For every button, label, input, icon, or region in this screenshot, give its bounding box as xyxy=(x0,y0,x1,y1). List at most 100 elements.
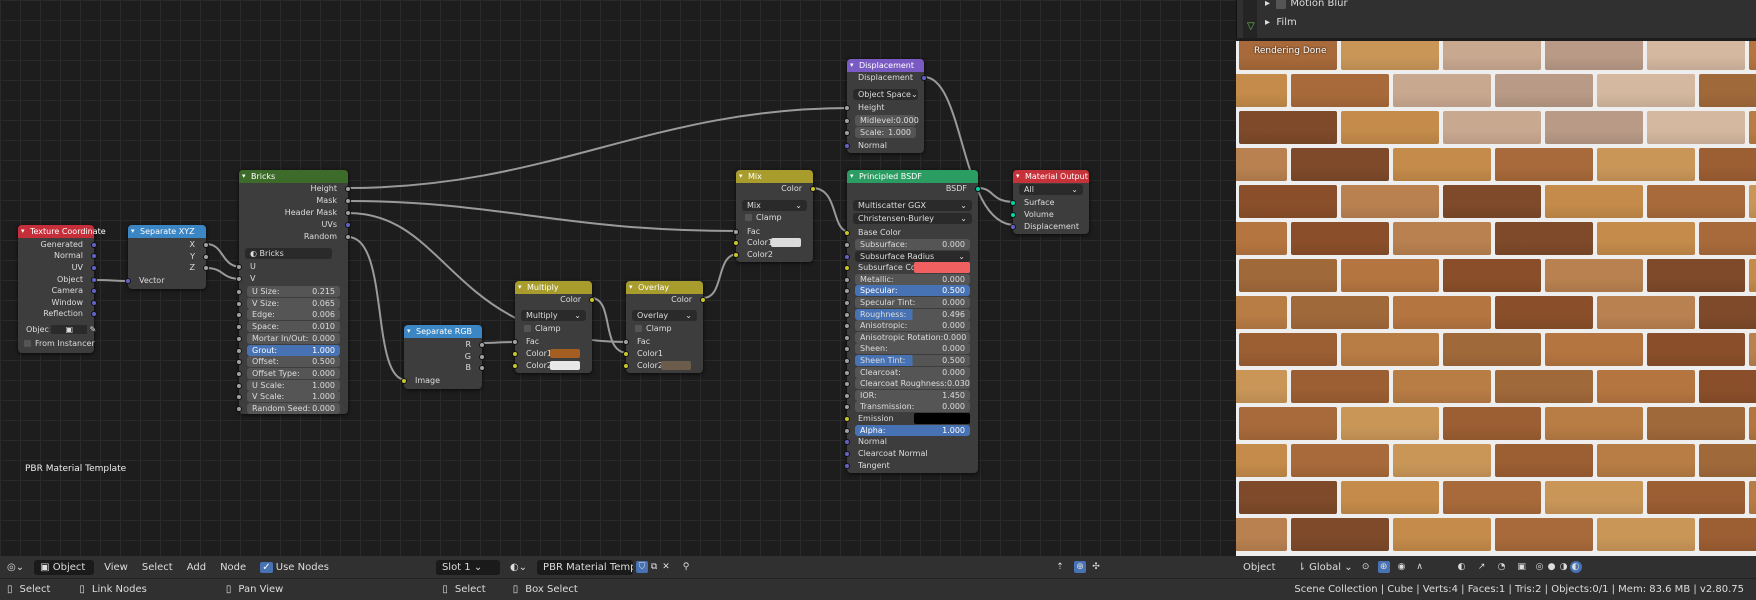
value-field[interactable]: Clearcoat:0.000 xyxy=(855,366,970,378)
value-field[interactable]: Subsurface Radius⌄ xyxy=(855,250,970,262)
bsdf-param-8[interactable]: Anisotropic Rotation:0.000 xyxy=(844,331,978,344)
overlay-mix-node[interactable]: Overlay Color Overlay⌄ Clamp Fac Color1 … xyxy=(623,281,706,373)
socket[interactable] xyxy=(844,300,850,306)
socket[interactable] xyxy=(844,346,850,353)
material-output-node[interactable]: Material Output All⌄ Surface Volume Disp… xyxy=(1010,170,1089,234)
value-field[interactable]: Emission xyxy=(855,413,970,424)
socket[interactable] xyxy=(236,300,242,307)
value-field[interactable]: Space:0.010 xyxy=(247,321,340,333)
value-field[interactable]: Clearcoat Roughness:0.030 xyxy=(855,378,970,390)
socket[interactable] xyxy=(844,358,850,364)
socket-generated[interactable]: Generated xyxy=(18,239,97,251)
socket-uv[interactable]: UV xyxy=(18,262,97,274)
texture-coordinate-node[interactable]: Texture Coordinate Generated Normal UV O… xyxy=(18,225,106,353)
value-field[interactable]: Sheen:0.000 xyxy=(855,343,970,355)
falloff-icon[interactable]: ∧ xyxy=(1416,562,1423,572)
value-field[interactable]: Offset:0.500 xyxy=(247,356,340,368)
socket-fac[interactable]: Fac xyxy=(623,336,703,348)
material-shading-icon[interactable]: ◑ xyxy=(1559,562,1568,572)
menu-select[interactable]: Select xyxy=(141,561,173,573)
socket-image[interactable]: Image xyxy=(401,375,482,387)
expand-arrow-icon[interactable]: ▸ xyxy=(1265,17,1271,28)
value-field[interactable]: Anisotropic:0.000 xyxy=(855,320,970,332)
socket-z[interactable]: Z xyxy=(128,262,209,274)
socket[interactable] xyxy=(844,311,850,318)
socket-color-out[interactable]: Color xyxy=(736,183,816,195)
value-field[interactable]: Random Seed:0.000 xyxy=(247,403,340,414)
value-field[interactable]: Grout:1.000 xyxy=(247,344,340,356)
socket-clearcoat-normal[interactable]: Clearcoat Normal xyxy=(844,448,978,460)
socket-header-mask[interactable]: Header Mask xyxy=(239,207,351,219)
socket-uvs[interactable]: UVs xyxy=(239,219,351,231)
socket[interactable] xyxy=(236,324,242,331)
mix-node[interactable]: Mix Color Mix⌄ Clamp Fac Color1 Color2 xyxy=(733,170,816,262)
socket[interactable] xyxy=(236,359,242,366)
bricks-param-6[interactable]: Offset:0.500 xyxy=(236,356,348,368)
snap-target-icon[interactable]: ✣ xyxy=(1092,562,1100,572)
socket-color-out[interactable]: Color xyxy=(626,294,706,306)
socket-object[interactable]: Object xyxy=(18,274,97,286)
socket-color1[interactable]: Color1 xyxy=(623,348,703,360)
bsdf-param-12[interactable]: Clearcoat Roughness:0.030 xyxy=(844,378,978,390)
bsdf-param-2[interactable]: Subsurface Color xyxy=(844,262,978,274)
clamp-checkbox[interactable]: Clamp xyxy=(736,212,813,224)
value-field[interactable]: Subsurface Color xyxy=(855,262,970,274)
socket[interactable] xyxy=(844,334,850,341)
blend-mode-dropdown[interactable]: Overlay⌄ xyxy=(626,310,703,322)
value-field[interactable]: Mortar In/Out:0.000 xyxy=(247,332,340,344)
clamp-checkbox[interactable]: Clamp xyxy=(515,323,592,335)
value-field[interactable]: V Size:0.065 xyxy=(247,297,340,309)
color1-swatch[interactable] xyxy=(550,349,580,358)
fake-user-icon[interactable]: ⛉ xyxy=(636,561,649,573)
value-field[interactable]: U Size:0.215 xyxy=(247,286,340,297)
menu-node[interactable]: Node xyxy=(220,561,247,573)
socket-height[interactable]: Height xyxy=(844,102,924,114)
target-dropdown[interactable]: All⌄ xyxy=(1013,184,1089,196)
socket[interactable] xyxy=(236,289,242,295)
socket-color2[interactable]: Color2 xyxy=(733,249,813,261)
socket[interactable] xyxy=(844,369,850,376)
socket-reflection[interactable]: Reflection xyxy=(18,308,97,320)
bsdf-param-7[interactable]: Anisotropic:0.000 xyxy=(844,320,978,332)
pivot-icon[interactable]: ⊙ xyxy=(1361,562,1370,572)
gizmo-icon[interactable]: ↗ xyxy=(1477,562,1486,572)
bricks-param-7[interactable]: Offset Type:0.000 xyxy=(236,367,348,380)
socket[interactable] xyxy=(236,382,242,389)
socket[interactable] xyxy=(844,427,850,434)
principled-bsdf-node[interactable]: Principled BSDF BSDF Multiscatter GGX⌄ C… xyxy=(844,170,981,473)
motion-blur-row[interactable]: ▸ Motion Blur xyxy=(1265,0,1348,9)
emission-color-swatch[interactable] xyxy=(914,413,970,424)
bricks-param-9[interactable]: V Scale:1.000 xyxy=(236,391,348,403)
bricks-param-0[interactable]: U Size:0.215 xyxy=(236,286,348,298)
midlevel-field[interactable]: Midlevel:0.000 xyxy=(844,115,924,127)
value-field[interactable]: Sheen Tint:0.500 xyxy=(855,355,970,366)
socket-random[interactable]: Random xyxy=(239,231,351,243)
bsdf-param-11[interactable]: Clearcoat:0.000 xyxy=(844,366,978,379)
close-icon[interactable]: ✕ xyxy=(662,562,670,572)
socket-y[interactable]: Y xyxy=(128,251,209,263)
object-field[interactable]: ▣ xyxy=(51,325,88,334)
bsdf-param-16[interactable]: Alpha:1.000 xyxy=(844,424,978,437)
socket-color-out[interactable]: Color xyxy=(515,294,595,306)
socket-normal[interactable]: Normal xyxy=(844,436,978,448)
clamp-checkbox[interactable]: Clamp xyxy=(626,323,703,335)
proportional-icon[interactable]: ◉ xyxy=(1397,562,1406,572)
properties-panel[interactable]: ▽ ▸ Motion Blur ▸ Film xyxy=(1236,0,1756,38)
value-field[interactable]: U Scale:1.000 xyxy=(247,379,340,391)
solid-shading-icon[interactable]: ● xyxy=(1547,562,1556,572)
texture-name-field[interactable]: ◐ Bricks xyxy=(245,248,332,259)
bsdf-param-4[interactable]: Specular:0.500 xyxy=(844,285,978,297)
color2-swatch[interactable] xyxy=(550,361,580,370)
socket[interactable] xyxy=(844,381,850,388)
eyedropper-icon[interactable]: ✎ xyxy=(89,325,97,334)
bsdf-param-10[interactable]: Sheen Tint:0.500 xyxy=(844,355,978,367)
socket-color1[interactable]: Color1 xyxy=(512,348,592,360)
bricks-texture-node[interactable]: Bricks Height Mask Header Mask UVs Rando… xyxy=(236,170,351,414)
from-instancer-checkbox[interactable]: From Instancer xyxy=(18,338,95,350)
socket-color2[interactable]: Color2 xyxy=(512,360,592,372)
rendered-shading-icon[interactable]: ◐ xyxy=(1569,561,1582,573)
blend-mode-dropdown[interactable]: Multiply⌄ xyxy=(515,310,592,322)
value-field[interactable]: Specular Tint:0.000 xyxy=(855,297,970,308)
socket[interactable] xyxy=(236,312,242,319)
bricks-param-4[interactable]: Mortar In/Out:0.000 xyxy=(236,332,348,345)
